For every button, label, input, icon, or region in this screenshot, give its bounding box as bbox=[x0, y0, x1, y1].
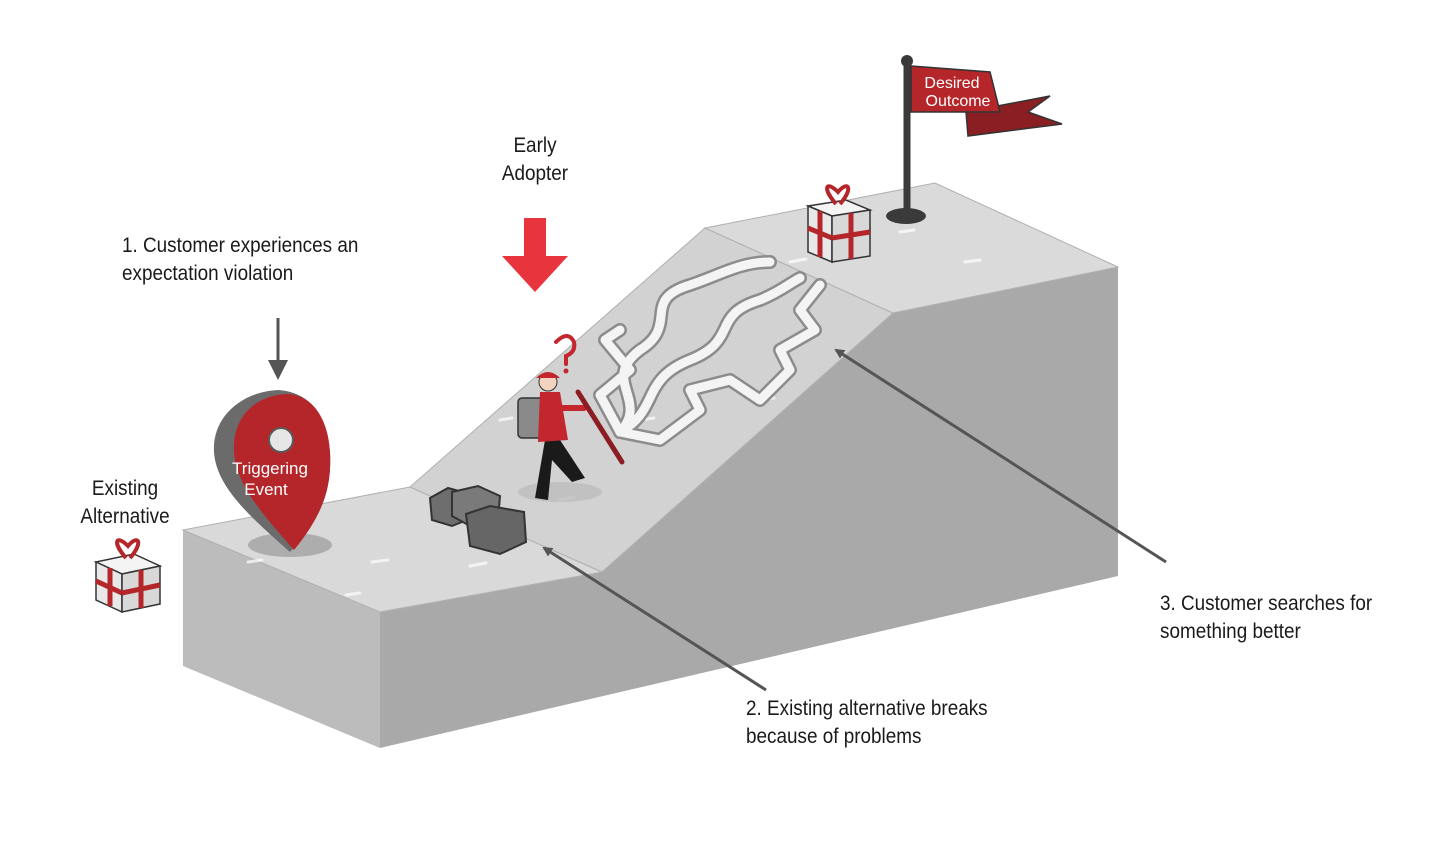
early-adopter-arrow bbox=[502, 218, 568, 292]
step1-label: 1. Customer experiences an expectation v… bbox=[122, 234, 359, 285]
step1-arrow bbox=[268, 318, 288, 380]
rocks bbox=[428, 484, 528, 556]
step3-pointer-arrow bbox=[834, 348, 1167, 564]
step3-label: 3. Customer searches for something bette… bbox=[1160, 592, 1373, 643]
gift-box-desired-outcome bbox=[805, 184, 873, 264]
step2-pointer-arrow bbox=[542, 546, 767, 692]
flag-text-line2: Outcome bbox=[926, 93, 991, 110]
hiker bbox=[517, 334, 625, 502]
gift-box-existing-alternative bbox=[93, 538, 163, 614]
terrain-side-face bbox=[380, 267, 1118, 748]
pin-text-line1: Triggering bbox=[232, 459, 308, 478]
desired-outcome-flag: Desired Outcome bbox=[886, 55, 1063, 224]
flag-text-line1: Desired bbox=[924, 75, 979, 92]
triggering-event-pin: Triggering Event bbox=[213, 390, 332, 557]
early-adopter-label: Early Adopter bbox=[501, 134, 569, 185]
step2-label: 2. Existing alternative breaks because o… bbox=[746, 697, 988, 748]
maze-paths bbox=[593, 255, 827, 447]
rock bbox=[464, 504, 528, 556]
pin-text-line2: Event bbox=[244, 480, 288, 499]
existing-alternative-label: Existing Alternative bbox=[80, 477, 170, 528]
terrain-front-face bbox=[183, 530, 380, 748]
